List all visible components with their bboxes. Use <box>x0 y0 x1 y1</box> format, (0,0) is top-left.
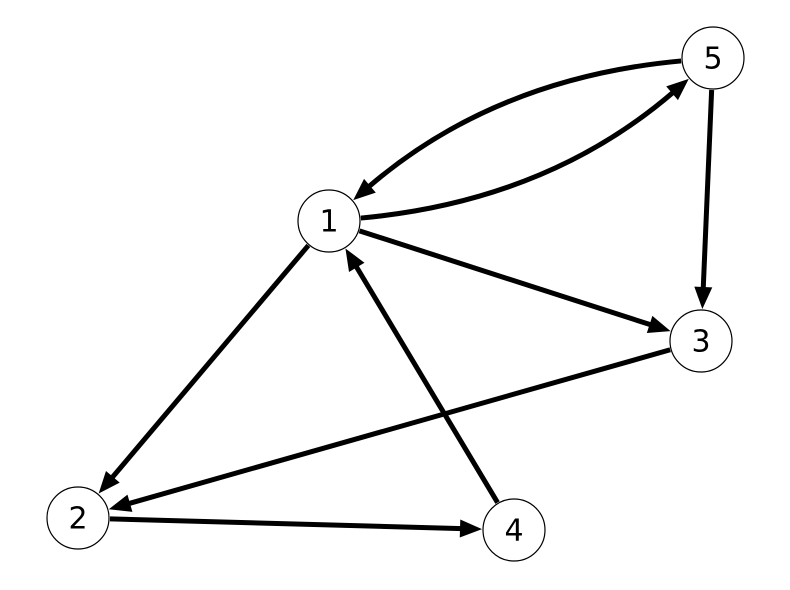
edge-1-to-5-arrowhead <box>666 78 689 101</box>
edge-1-to-3-line <box>358 228 653 328</box>
edge-2-to-4-arrowhead <box>459 519 483 538</box>
node-3: 3 <box>669 309 733 373</box>
edge-1-to-5-line <box>360 90 676 221</box>
node-2-circle <box>46 486 110 550</box>
node-3-label: 3 <box>691 325 710 360</box>
edge-5-to-1-arrowhead <box>353 178 376 201</box>
edge-2-to-4 <box>109 516 483 538</box>
edge-1-to-2 <box>98 243 311 494</box>
edge-5-to-3-line <box>700 89 715 290</box>
node-4: 4 <box>482 498 546 562</box>
edge-1-to-2-arrowhead <box>98 470 120 494</box>
node-1-circle <box>297 189 361 253</box>
edge-3-to-2-arrowhead <box>108 494 133 512</box>
node-5: 5 <box>681 26 745 90</box>
edge-4-to-1-arrowhead <box>345 248 365 272</box>
edge-5-to-3 <box>694 89 715 310</box>
edge-3-to-2 <box>108 347 671 512</box>
node-2: 2 <box>46 486 110 550</box>
edge-5-to-1 <box>353 58 682 201</box>
node-4-label: 4 <box>504 514 523 549</box>
edge-1-to-3-arrowhead <box>646 315 671 333</box>
edge-4-to-1-line <box>353 264 500 504</box>
edge-4-to-1 <box>345 248 500 504</box>
node-2-label: 2 <box>68 502 87 537</box>
edge-2-to-4-line <box>109 516 463 532</box>
edge-1-to-2-line <box>109 243 311 480</box>
edge-3-to-2-line <box>127 347 671 507</box>
edge-5-to-3-arrowhead <box>694 286 713 310</box>
node-5-circle <box>681 26 745 90</box>
node-1-label: 1 <box>319 205 338 240</box>
edge-1-to-3 <box>358 228 671 333</box>
nodes-layer: 1 2 3 4 5 <box>46 26 745 562</box>
edge-5-to-1-line <box>366 58 682 189</box>
node-3-circle <box>669 309 733 373</box>
node-1: 1 <box>297 189 361 253</box>
edge-1-to-5 <box>360 78 689 221</box>
node-5-label: 5 <box>703 42 722 77</box>
edges-layer <box>98 58 715 538</box>
node-4-circle <box>482 498 546 562</box>
